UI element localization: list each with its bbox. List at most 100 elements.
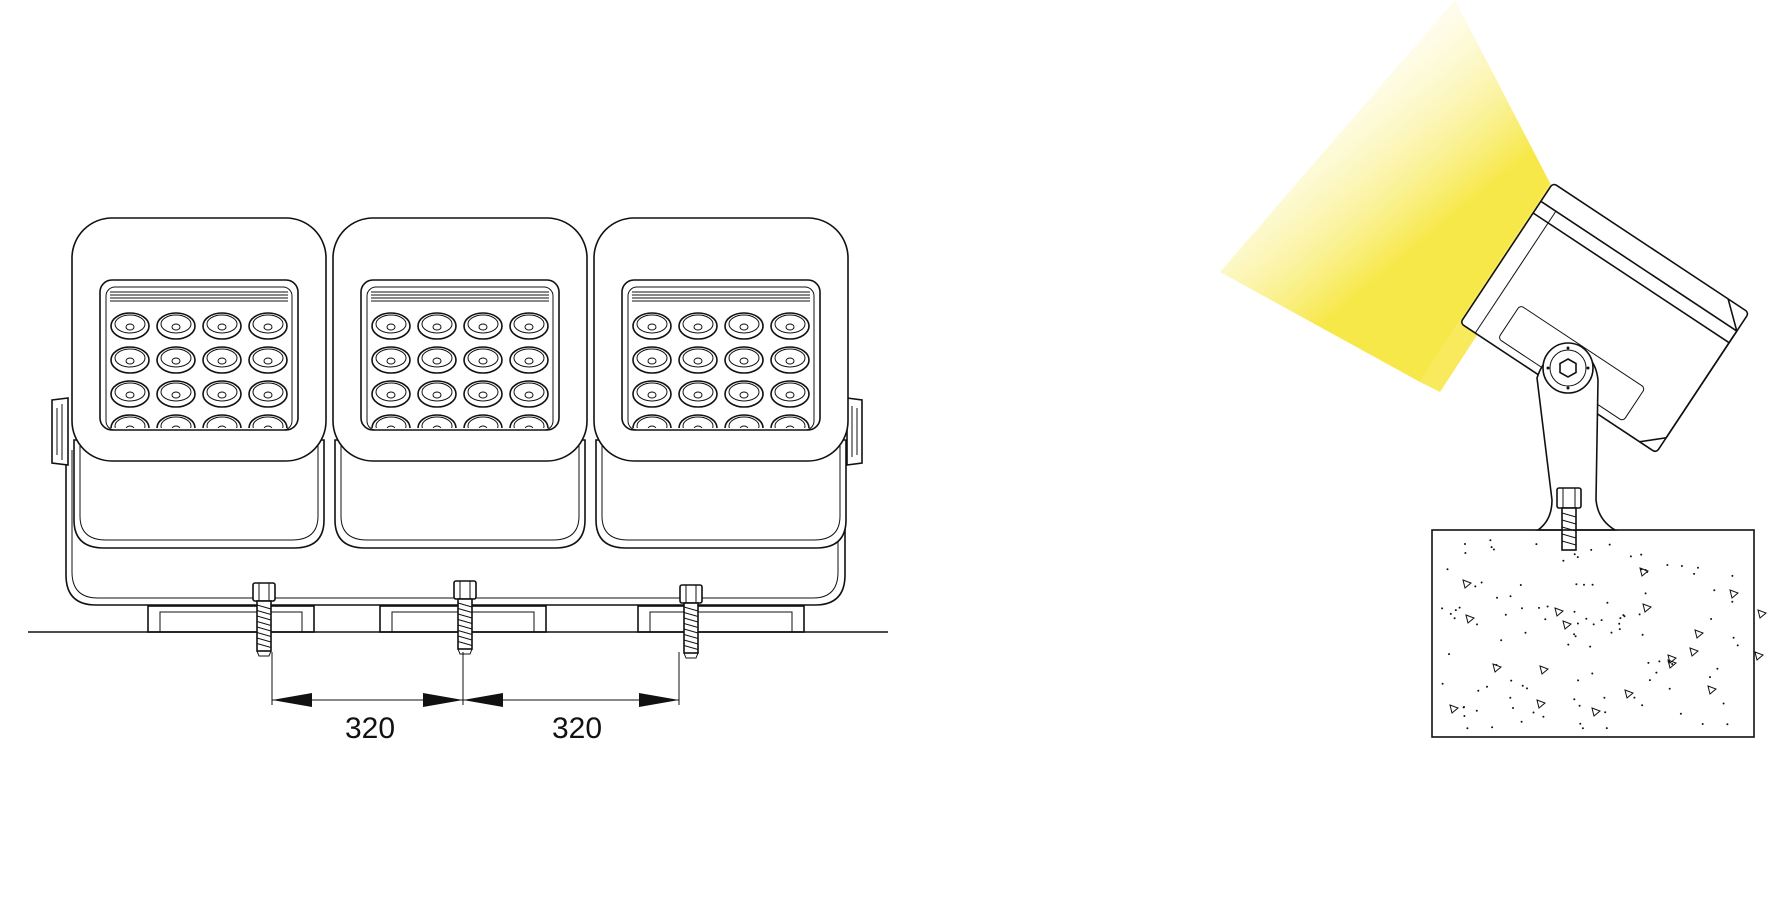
led-lens — [371, 414, 411, 428]
led-lens — [770, 414, 810, 428]
led-lens — [417, 414, 457, 428]
aggregate-dot — [1579, 722, 1582, 725]
aggregate-dot — [1491, 726, 1494, 729]
aggregate-dot — [1590, 548, 1593, 551]
luminaire-group — [71, 217, 849, 549]
aggregate-dot — [1458, 606, 1461, 609]
aggregate-dot — [1448, 653, 1450, 656]
led-lens — [248, 312, 288, 340]
arrowhead — [463, 693, 503, 707]
aggregate-dot — [1648, 679, 1651, 682]
aggregate-dot — [1521, 607, 1523, 610]
aggregate-dot — [1604, 711, 1607, 714]
side-anchor-bolt — [1556, 487, 1582, 551]
led-lens — [248, 414, 288, 428]
luminaire-1 — [71, 217, 327, 549]
led-array — [110, 312, 288, 428]
led-lens — [724, 414, 764, 428]
aggregate-dot — [1710, 618, 1713, 620]
led-lens — [678, 346, 718, 374]
aggregate-dot — [1463, 715, 1466, 717]
aggregate-dot — [1575, 583, 1578, 586]
aggregate-mark — [1689, 647, 1699, 657]
led-lens — [724, 346, 764, 374]
led-lens — [202, 346, 242, 374]
aggregate-dot — [1476, 623, 1478, 626]
aggregate-dot — [1474, 585, 1477, 588]
aggregate-mark — [1729, 589, 1739, 599]
aggregate-dot — [1713, 589, 1716, 592]
aggregate-dot — [1583, 583, 1585, 586]
aggregate-dot — [1454, 609, 1457, 612]
aggregate-dot — [1709, 676, 1711, 679]
aggregate-dot — [1638, 613, 1641, 616]
led-lens — [463, 414, 503, 428]
led-lens — [463, 380, 503, 408]
aggregate-dot — [1629, 555, 1632, 558]
aggregate-dot — [1592, 623, 1595, 626]
led-lens — [371, 346, 411, 374]
aggregate-dot — [1509, 595, 1512, 598]
base-plate-1 — [147, 605, 315, 633]
aggregate-dot — [1519, 584, 1522, 586]
led-lens — [509, 380, 549, 408]
anchor-bolt-1 — [252, 582, 276, 657]
aggregate-dot — [1441, 607, 1444, 610]
led-lens — [678, 312, 718, 340]
aggregate-dot — [1490, 546, 1493, 549]
aggregate-dot — [1736, 644, 1739, 647]
aggregate-dot — [1496, 596, 1498, 599]
aggregate-mark — [1562, 620, 1572, 630]
led-lens — [417, 380, 457, 408]
aggregate-dot — [1589, 645, 1592, 648]
led-lens — [371, 380, 411, 408]
aggregate-dot — [1667, 660, 1670, 663]
aggregate-dot — [1605, 727, 1608, 730]
aggregate-dot — [1722, 702, 1725, 705]
anchor-bolt-2 — [453, 580, 477, 655]
luminaire-face — [593, 217, 849, 462]
dimension-label-2: 320 — [552, 712, 602, 745]
led-lens — [770, 312, 810, 340]
aggregate-dot — [1535, 543, 1538, 546]
led-lens — [632, 414, 672, 428]
aggregate-dot — [1618, 622, 1621, 625]
led-lens — [371, 312, 411, 340]
aggregate-mark — [1462, 579, 1472, 589]
tilted-luminaire — [1461, 183, 1749, 453]
aggregate-dot — [1668, 687, 1671, 690]
aggregate-dot — [1466, 727, 1469, 730]
aggregate-mark — [1536, 699, 1546, 709]
aggregate-dot — [1449, 612, 1452, 615]
aggregate-dot — [1573, 553, 1576, 556]
aggregate-dot — [1500, 639, 1503, 642]
aggregate-dot — [1486, 685, 1488, 688]
led-lens — [248, 346, 288, 374]
aggregate-dot — [1453, 617, 1456, 620]
anchor-bolts — [252, 580, 703, 659]
aggregate-dot — [1573, 610, 1576, 613]
aggregate-dot — [1716, 667, 1719, 670]
aggregate-dot — [1504, 613, 1507, 616]
led-lens — [156, 346, 196, 374]
hex-socket-icon — [1559, 358, 1577, 378]
front-view: 320 320 — [28, 217, 888, 745]
aggregate-dot — [1732, 636, 1735, 639]
aggregate-mark — [1539, 665, 1549, 675]
left-clamp — [51, 397, 69, 466]
aggregate-dot — [1512, 707, 1514, 709]
aggregate-dot — [1585, 617, 1588, 620]
aggregate-dot — [1622, 614, 1625, 617]
aggregate-mark — [1707, 685, 1717, 695]
aggregate-mark — [1667, 654, 1677, 664]
aggregate-dot — [1567, 643, 1570, 646]
dimension-lines: 320 320 — [271, 652, 680, 745]
side-view — [1220, 0, 1767, 738]
aggregate-dot — [1577, 679, 1580, 682]
led-lens — [509, 312, 549, 340]
aggregate-dot — [1542, 715, 1545, 718]
led-array — [632, 312, 810, 428]
aggregate-dot — [1666, 564, 1669, 566]
aggregate-dot — [1562, 559, 1565, 562]
led-lens — [632, 312, 672, 340]
